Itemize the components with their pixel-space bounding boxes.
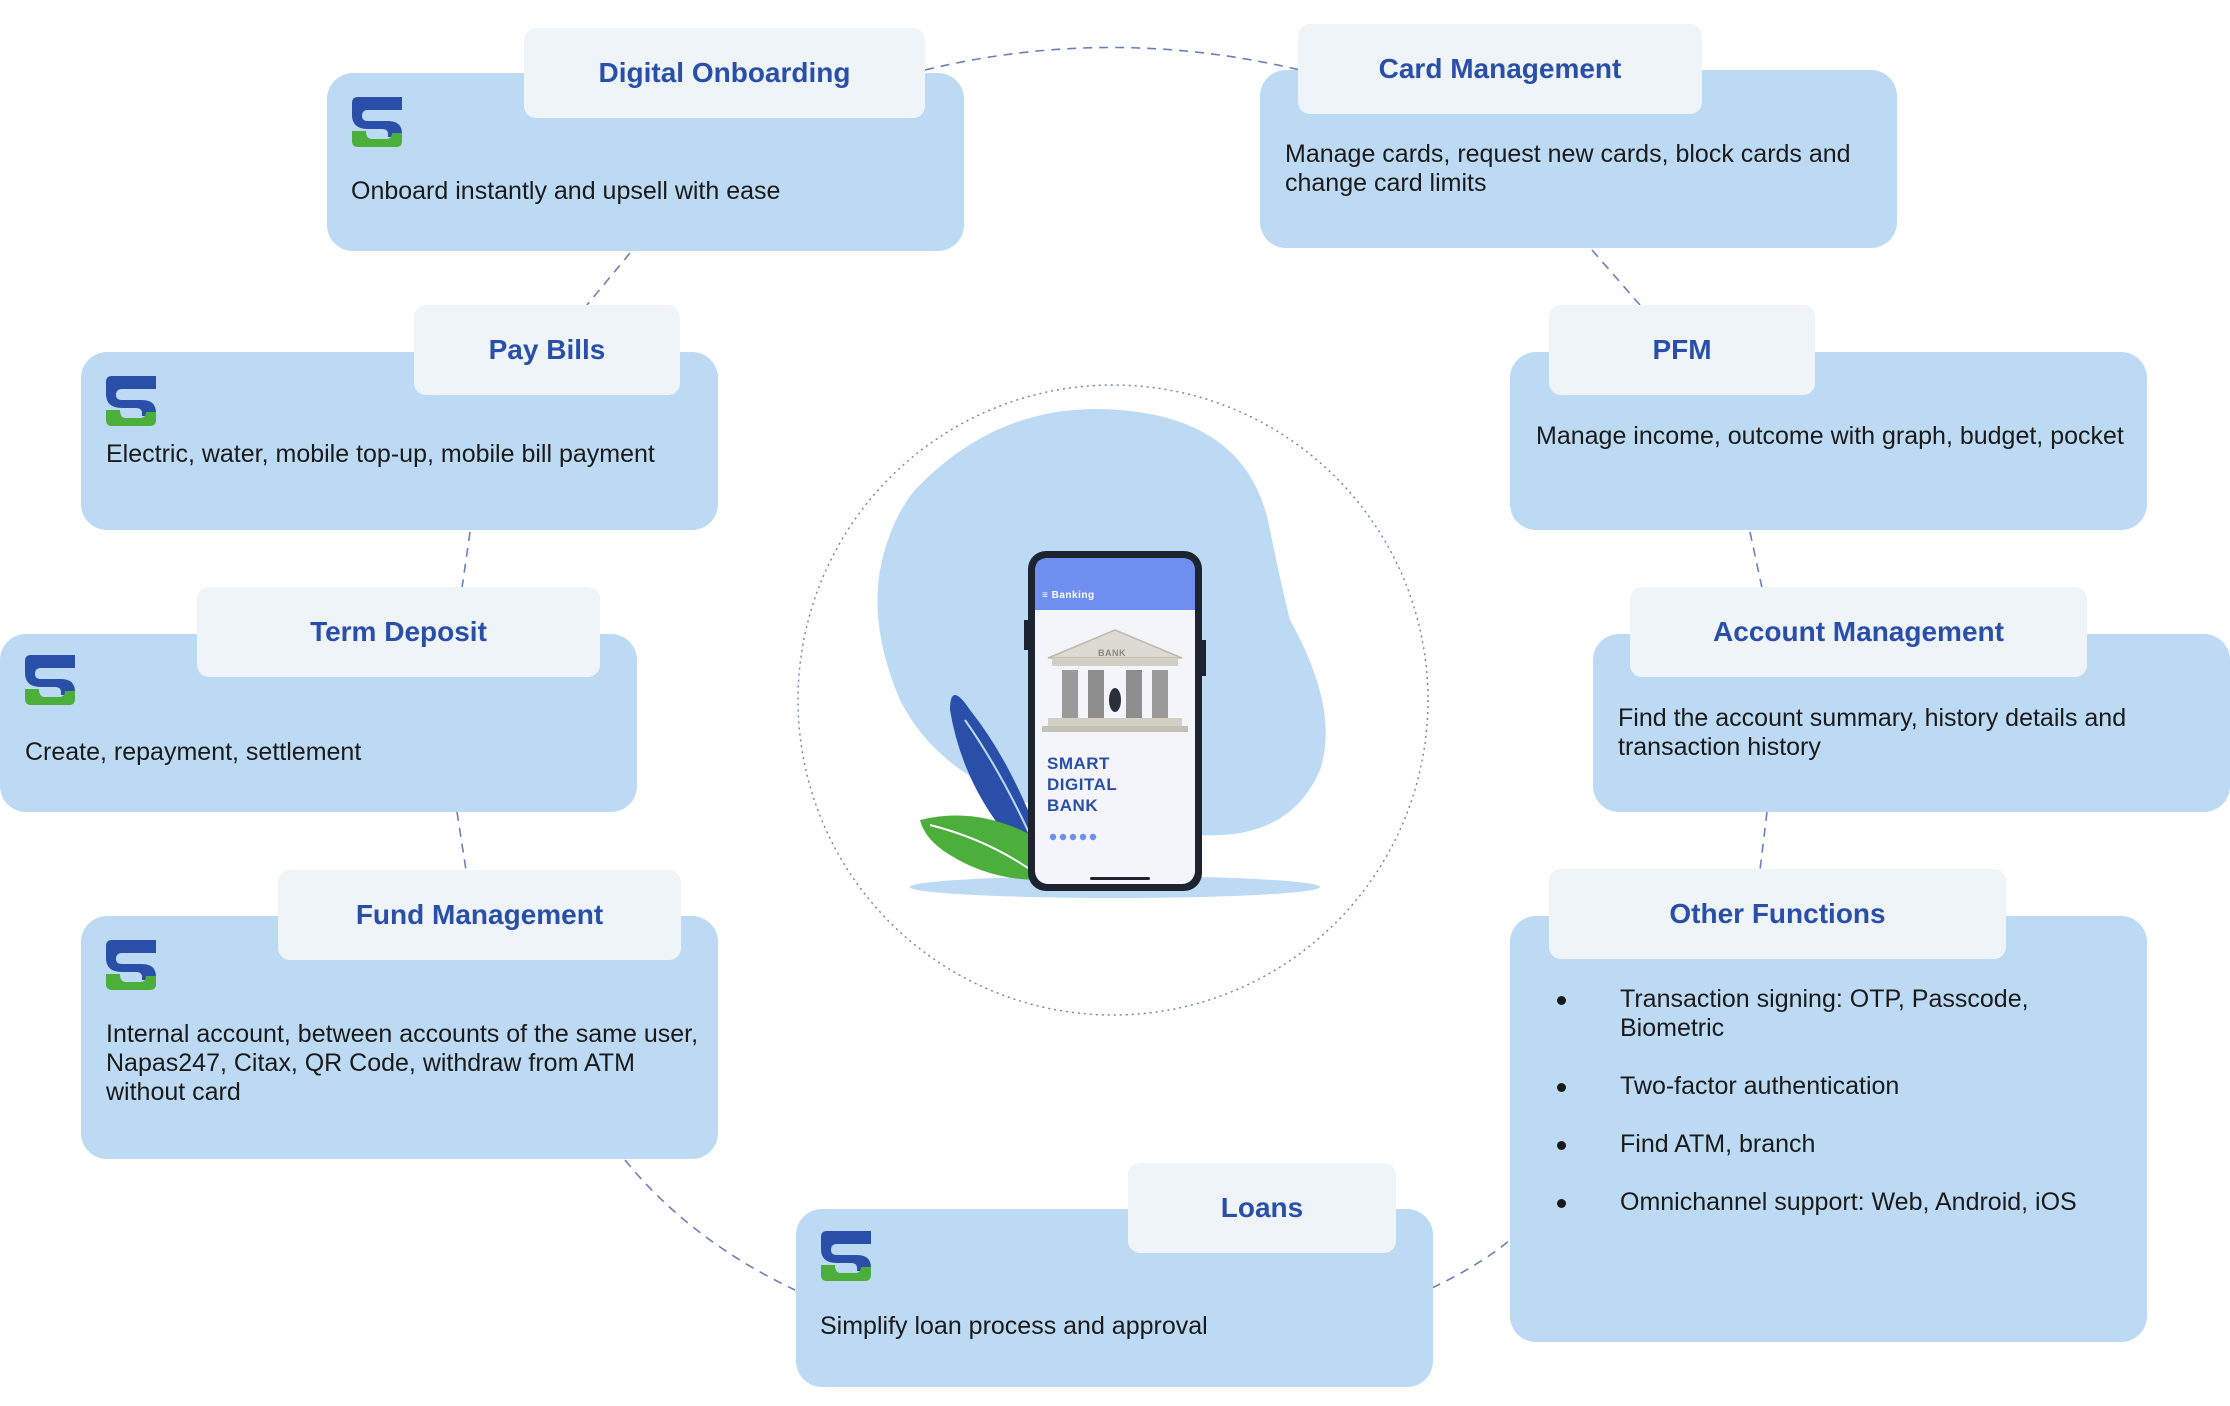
- loans-title: Loans: [1128, 1163, 1396, 1253]
- bullet-dot-icon: [1557, 1199, 1566, 1208]
- phone-header: [1035, 558, 1195, 610]
- phone-header-label: ≡ Banking: [1042, 590, 1095, 601]
- s-brand-logo-icon: [106, 940, 156, 990]
- bank-building-icon: [1042, 629, 1188, 732]
- other-functions-card: Transaction signing: OTP, Passcode, Biom…: [1510, 916, 2147, 1342]
- smart-digital-bank-illustration: ≡ Banking BANK SMART DIGITAL BANK: [800, 380, 1430, 1020]
- phone-title-line3: BANK: [1047, 796, 1099, 815]
- fund-management-desc: Internal account, between accounts of th…: [106, 1020, 699, 1106]
- account-management-desc: Find the account summary, history detail…: [1618, 704, 2127, 761]
- digital-onboarding-desc: Onboard instantly and upsell with ease: [351, 177, 781, 205]
- s-brand-logo-icon: [821, 1231, 871, 1281]
- card-management-desc: Manage cards, request new cards, block c…: [1285, 140, 1851, 197]
- list-item: Find ATM, branch: [1557, 1130, 2132, 1159]
- other-functions-list: Transaction signing: OTP, Passcode, Biom…: [1557, 985, 2132, 1246]
- s-brand-logo-icon: [352, 97, 402, 147]
- digital-onboarding-title: Digital Onboarding: [524, 28, 925, 118]
- bullet-dot-icon: [1557, 1083, 1566, 1092]
- pagination-dots: [1049, 833, 1097, 841]
- bullet-dot-icon: [1557, 996, 1566, 1005]
- bullet-dot-icon: [1557, 1141, 1566, 1150]
- loans-desc: Simplify loan process and approval: [820, 1312, 1208, 1340]
- phone-title-line1: SMART: [1047, 754, 1110, 773]
- pfm-title: PFM: [1549, 305, 1815, 395]
- list-item: Two-factor authentication: [1557, 1072, 2132, 1101]
- loans-card: Simplify loan process and approval: [796, 1209, 1433, 1387]
- s-brand-logo-icon: [25, 655, 75, 705]
- s-brand-logo-icon: [106, 376, 156, 426]
- fund-management-title: Fund Management: [278, 870, 681, 960]
- account-management-title: Account Management: [1630, 587, 2087, 677]
- phone-title-line2: DIGITAL: [1047, 775, 1118, 794]
- list-item: Omnichannel support: Web, Android, iOS: [1557, 1188, 2132, 1217]
- pfm-desc: Manage income, outcome with graph, budge…: [1536, 422, 2124, 450]
- pay-bills-title: Pay Bills: [414, 305, 680, 395]
- other-functions-title: Other Functions: [1549, 869, 2006, 959]
- phone-scene: [877, 409, 1326, 898]
- pay-bills-desc: Electric, water, mobile top-up, mobile b…: [106, 440, 655, 468]
- term-deposit-desc: Create, repayment, settlement: [25, 738, 362, 766]
- card-management-title: Card Management: [1298, 24, 1702, 114]
- term-deposit-title: Term Deposit: [197, 587, 600, 677]
- bank-sign: BANK: [1098, 648, 1126, 658]
- list-item: Transaction signing: OTP, Passcode, Biom…: [1557, 985, 2132, 1043]
